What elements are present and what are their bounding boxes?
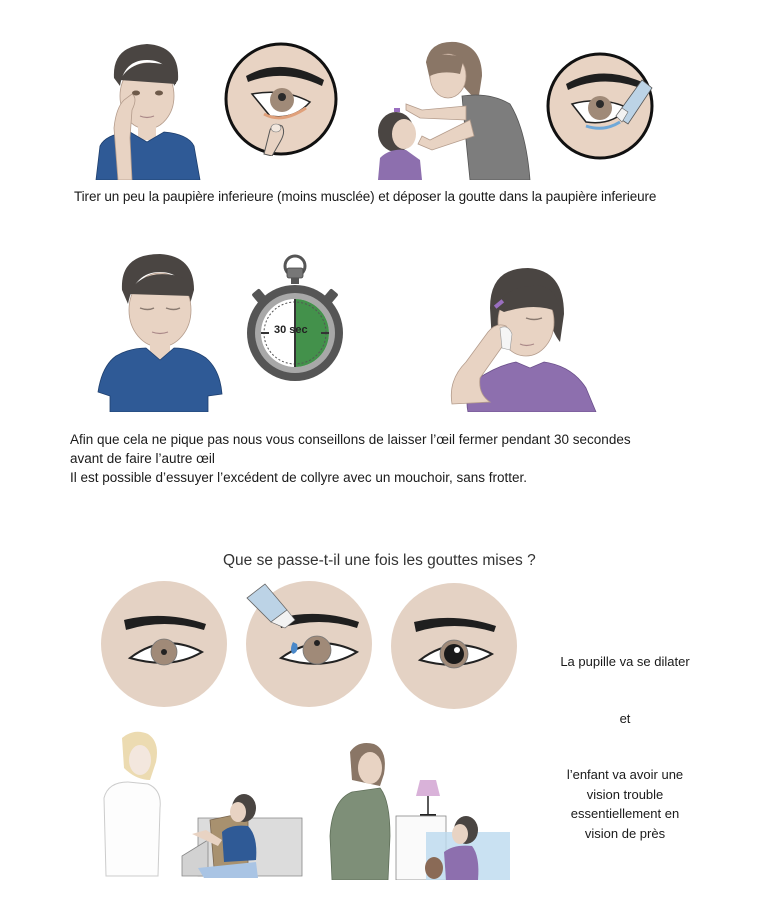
- side-text-blurry-vision: l’enfant va avoir une vision trouble ess…: [540, 765, 710, 843]
- caption-instilling-drops: Tirer un peu la paupière inferieure (moi…: [74, 189, 657, 204]
- illustration-eye-closeup-dropper: [546, 50, 654, 162]
- illustration-adult-and-boy-on-sofa: [98, 728, 304, 878]
- paragraph-line-3: Il est possible d’essuyer l’excédent de …: [70, 470, 527, 485]
- side-text-and: et: [619, 711, 631, 726]
- paragraph-line-2: avant de faire l’autre œil: [70, 451, 215, 466]
- illustration-eye-receiving-drop: [245, 580, 373, 708]
- illustration-eye-dilated-pupil: [390, 582, 518, 710]
- illustration-girl-wiping-eye: [446, 262, 598, 412]
- side-text-line: vision de près: [584, 825, 666, 841]
- illustration-stopwatch: 30 sec: [244, 252, 346, 384]
- paragraph-line-1: Afin que cela ne pique pas nous vous con…: [70, 432, 631, 447]
- illustration-eye-closeup-finger-eyelid: [224, 42, 338, 156]
- illustration-mother-putting-drops-girl: [370, 40, 538, 180]
- illustration-boy-eyes-closed: [96, 248, 224, 412]
- illustration-eye-normal-pupil: [100, 580, 228, 708]
- side-text-line: l’enfant va avoir une: [566, 767, 684, 782]
- side-text-pupil-dilates: La pupille va se dilater: [560, 654, 690, 669]
- illustration-boy-pulling-eyelid: [92, 38, 202, 180]
- illustration-mother-and-girl-in-bed: [326, 740, 510, 880]
- side-text-line: essentiellement en: [570, 806, 680, 821]
- paragraph-instructions: Afin que cela ne pique pas nous vous con…: [70, 430, 710, 487]
- side-text-line: vision trouble: [586, 786, 664, 802]
- stopwatch-label: 30 sec: [274, 324, 308, 336]
- section-heading: Que se passe-t-il une fois les gouttes m…: [223, 552, 536, 569]
